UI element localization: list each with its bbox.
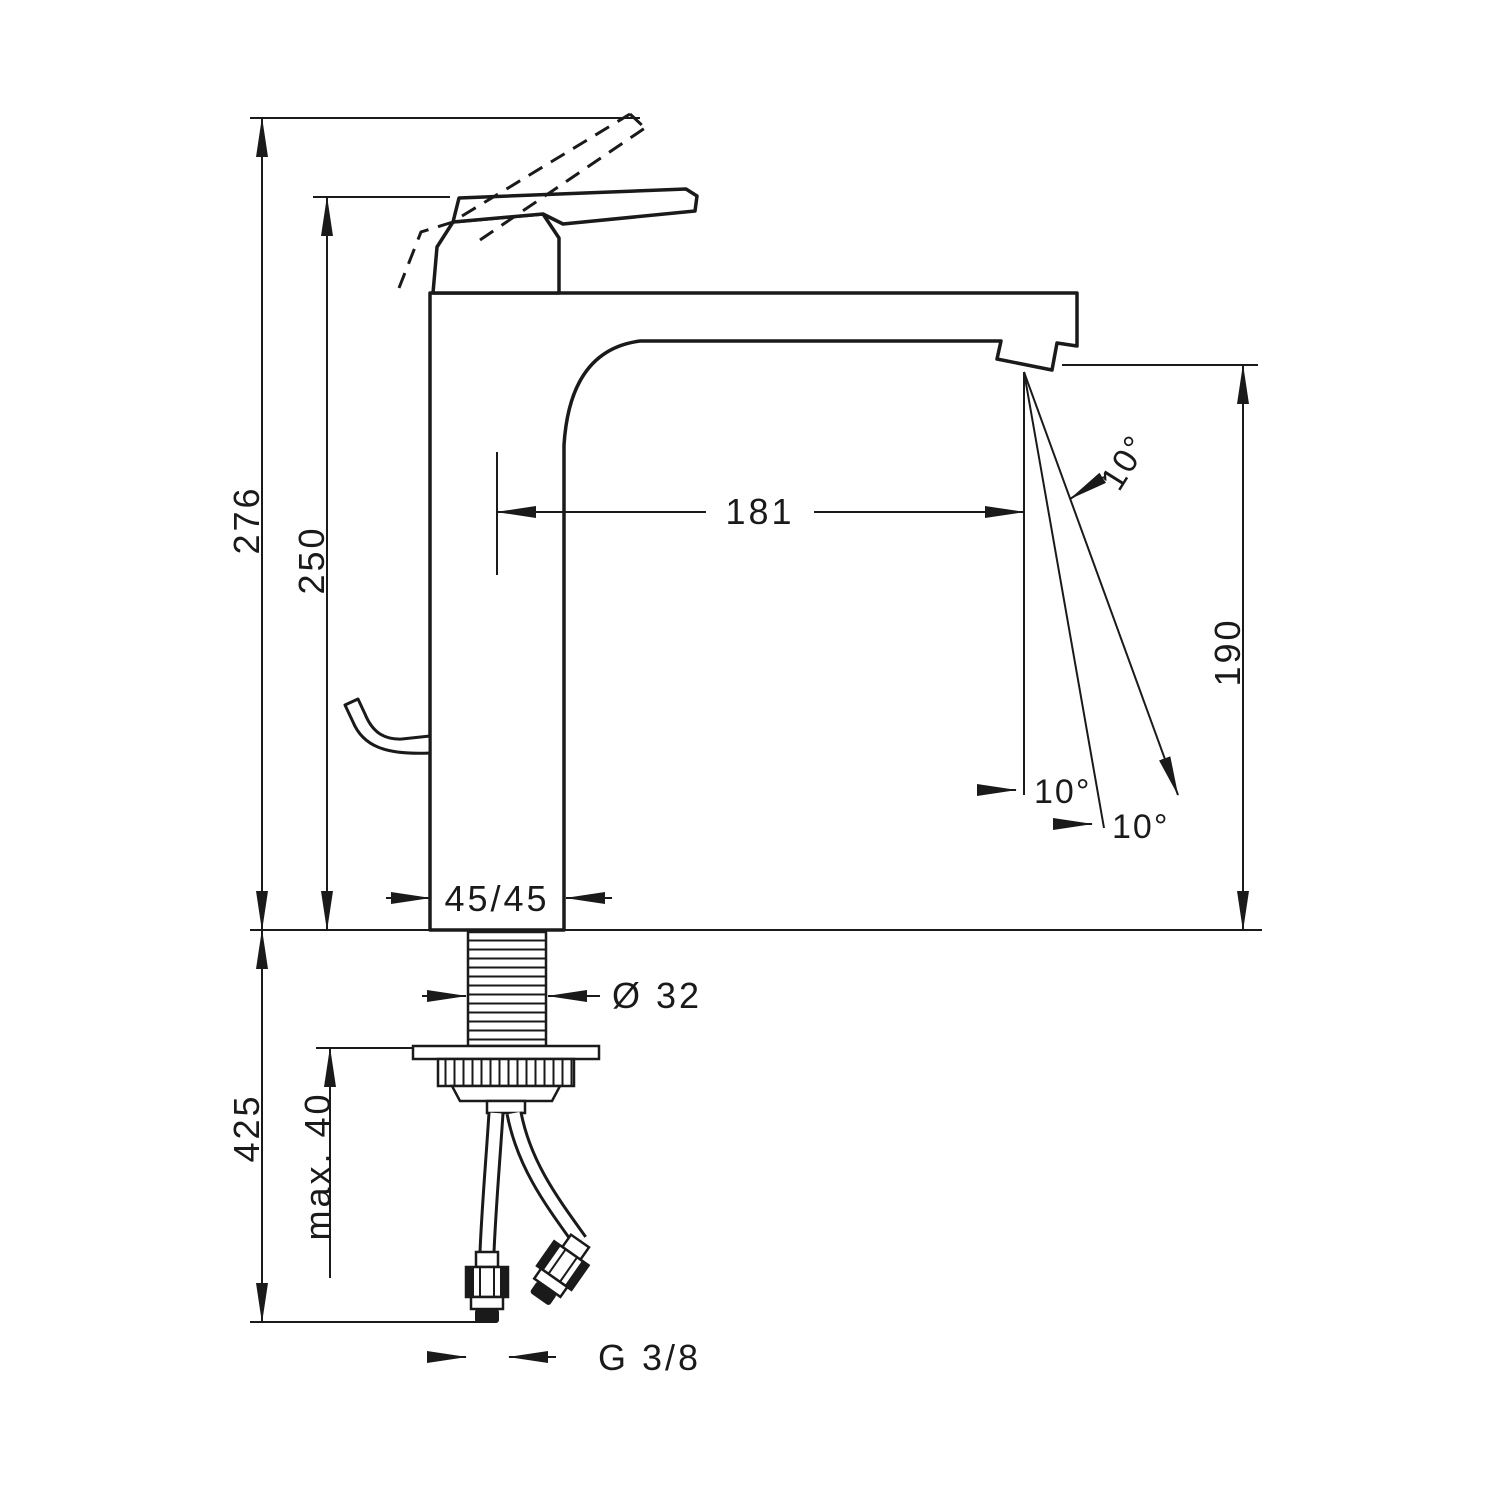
installation-depth-label: 425	[226, 1093, 267, 1162]
spout-angle-pointer	[1069, 472, 1107, 500]
hose-stem	[485, 1099, 527, 1115]
dim-base-size: 45/45	[386, 878, 612, 919]
right-hose-fill	[508, 1111, 585, 1245]
threaded-shaft	[466, 930, 548, 1048]
spray-angle-outer-label: 10°	[1112, 808, 1169, 846]
total-height-label: 276	[226, 485, 267, 554]
connection-thread-label: G 3/8	[598, 1337, 701, 1378]
dim-shaft-diameter: Ø 32	[422, 975, 702, 1016]
left-hose-fill	[481, 1112, 502, 1253]
spray-angle-inner-label: 10°	[1034, 773, 1091, 811]
spray-line-10deg	[1023, 371, 1105, 829]
dim-spout-reach: 181	[496, 452, 1025, 575]
dim-max-mounting-thickness: max. 40	[297, 1047, 412, 1278]
dim-handle-height: 250	[291, 196, 450, 931]
handle-base	[431, 212, 561, 295]
faucet-drawing	[343, 112, 1079, 1325]
dim-installation-depth: 425	[226, 929, 480, 1323]
washer-plate	[411, 1044, 601, 1061]
spout-reach-label: 181	[725, 491, 794, 532]
mounting-nut	[436, 1057, 576, 1088]
mounting-collar	[449, 1084, 563, 1103]
left-hose-connector	[464, 1250, 510, 1325]
spray-line-20deg	[1023, 371, 1179, 796]
popup-waste-lever	[343, 697, 432, 755]
dim-outlet-height: 190	[1062, 364, 1258, 931]
max-mounting-thickness-label: max. 40	[297, 1091, 338, 1240]
dim-connection-thread: G 3/8	[427, 1337, 701, 1378]
spray-angle-fan: 10° 10° 10°	[977, 371, 1179, 846]
supply-hoses	[464, 1111, 599, 1325]
faucet-body-outline	[428, 291, 1079, 932]
handle-lever	[451, 187, 699, 226]
base-size-label: 45/45	[444, 878, 549, 919]
right-hose-connector	[520, 1227, 599, 1313]
shaft-diameter-label: Ø 32	[612, 975, 702, 1016]
handle-raised-position-dashed	[397, 112, 647, 289]
dim-total-height: 276	[226, 117, 640, 931]
dimension-annotations: 276 250 181 10° 10° 10°	[226, 117, 1258, 1378]
outlet-height-label: 190	[1207, 617, 1248, 686]
handle-height-label: 250	[291, 525, 332, 594]
spout-angle-label: 10°	[1094, 428, 1157, 497]
